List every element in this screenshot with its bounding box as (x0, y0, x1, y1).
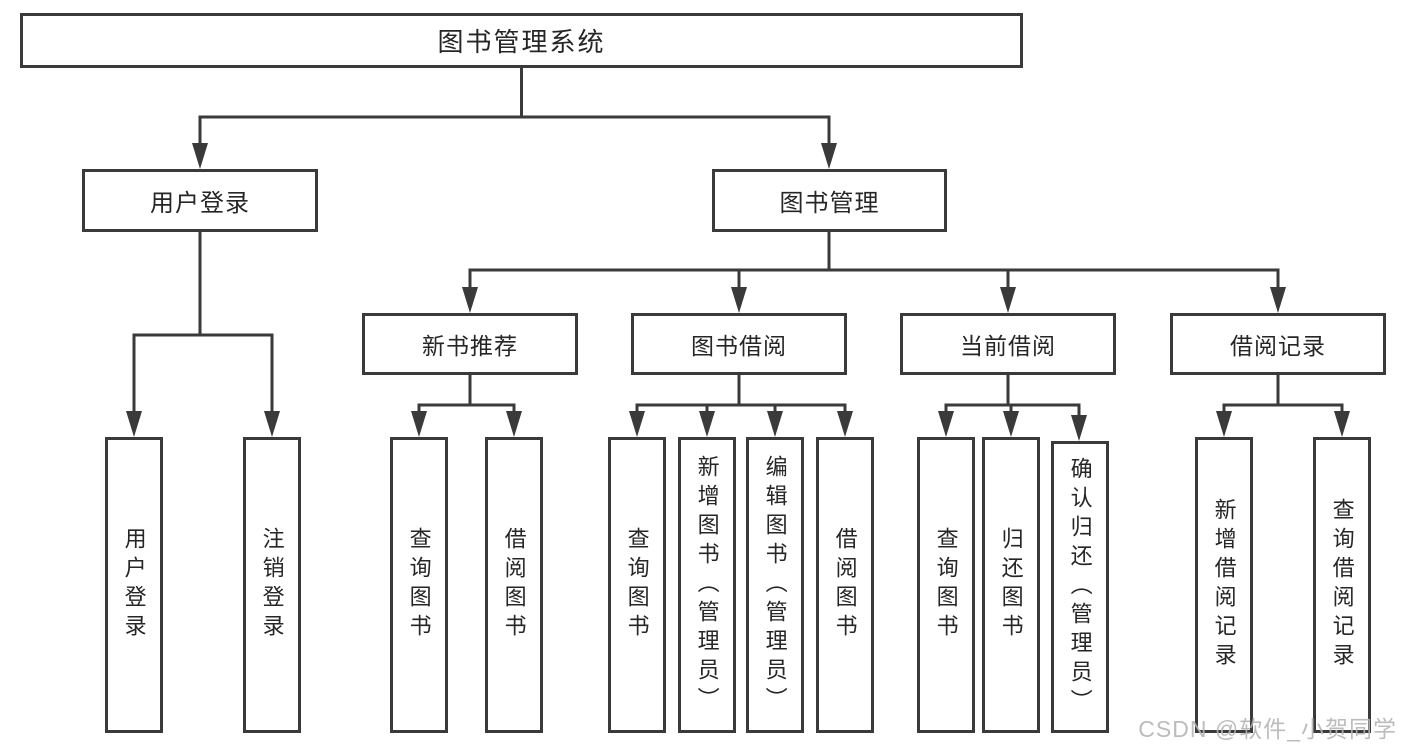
leaf-label: 借阅图书 (501, 527, 527, 643)
leaf-bb-query-books: 查询图书 (608, 437, 666, 733)
section-book-borrowing: 图书借阅 (631, 313, 847, 375)
leaf-nb-borrow-books: 借阅图书 (485, 437, 543, 733)
leaf-user-login: 用户登录 (105, 437, 163, 733)
leaf-cb-query-books: 查询图书 (917, 437, 975, 733)
leaf-nb-query-books: 查询图书 (390, 437, 448, 733)
branch-label: 图书管理 (779, 190, 880, 217)
leaf-cb-return-books: 归还图书 (982, 437, 1040, 733)
leaf-logout: 注销登录 (243, 437, 301, 733)
root-box: 图书管理系统 (20, 13, 1023, 68)
leaf-label: 确认归还（管理员） (1067, 456, 1093, 718)
section-label: 借阅记录 (1230, 333, 1326, 359)
branch-label: 用户登录 (150, 190, 250, 217)
section-new-book-recommendation: 新书推荐 (362, 313, 578, 375)
leaf-bb-borrow-books: 借阅图书 (816, 437, 874, 733)
leaf-br-query-borrow-record: 查询借阅记录 (1313, 437, 1371, 733)
leaf-cb-confirm-return-admin: 确认归还（管理员） (1051, 441, 1109, 733)
leaf-label: 用户登录 (121, 527, 147, 643)
leaf-label: 注销登录 (259, 527, 285, 643)
section-current-borrowing: 当前借阅 (900, 313, 1116, 375)
leaf-label: 查询图书 (406, 527, 432, 643)
leaf-label: 借阅图书 (832, 527, 858, 643)
section-label: 新书推荐 (422, 333, 518, 359)
root-label: 图书管理系统 (437, 27, 606, 57)
leaf-br-add-borrow-record: 新增借阅记录 (1195, 437, 1253, 733)
section-borrowing-records: 借阅记录 (1170, 313, 1386, 375)
section-label: 图书借阅 (691, 333, 787, 359)
section-label: 当前借阅 (960, 333, 1056, 359)
leaf-label: 新增借阅记录 (1211, 498, 1237, 672)
leaf-label: 归还图书 (998, 527, 1024, 643)
watermark: CSDN @软件_小贺同学 (1138, 716, 1397, 742)
branch-book-management: 图书管理 (712, 169, 947, 232)
leaf-label: 新增图书（管理员） (694, 454, 720, 716)
leaf-label: 编辑图书（管理员） (762, 454, 788, 716)
leaf-label: 查询图书 (624, 527, 650, 643)
leaf-bb-edit-books-admin: 编辑图书（管理员） (746, 437, 804, 733)
leaf-label: 查询图书 (933, 527, 959, 643)
leaf-label: 查询借阅记录 (1329, 498, 1355, 672)
leaf-bb-add-books-admin: 新增图书（管理员） (678, 437, 736, 733)
branch-user-login: 用户登录 (82, 169, 318, 232)
